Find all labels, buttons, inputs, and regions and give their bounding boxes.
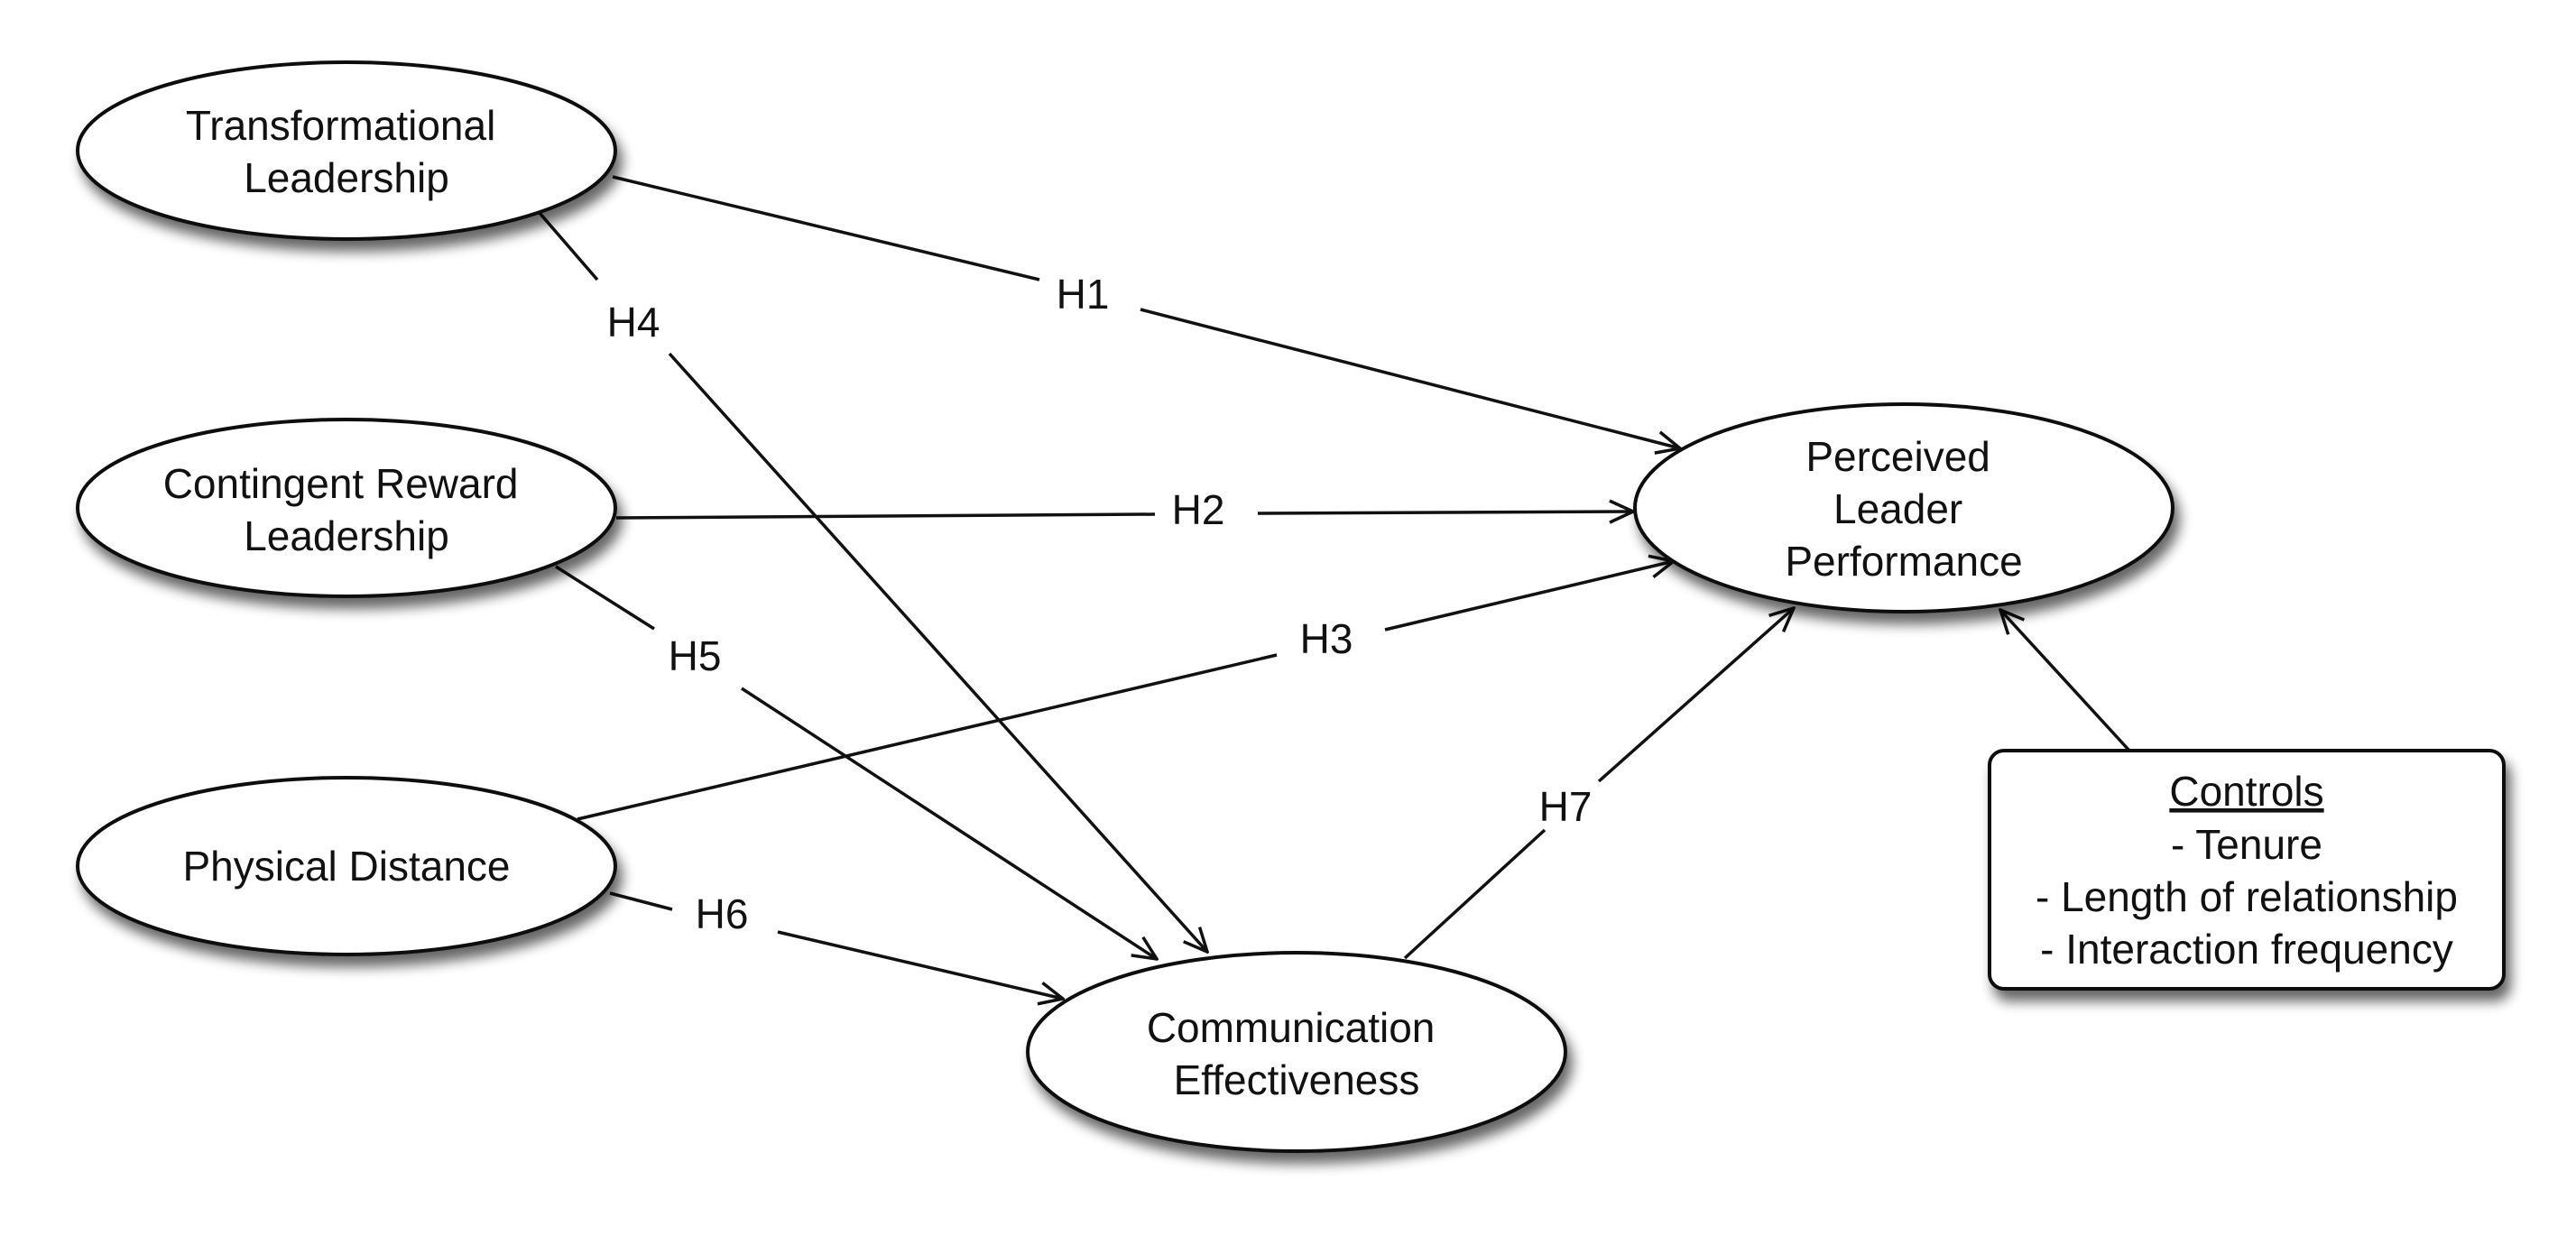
edge-h7-segment-1: [1403, 828, 1547, 960]
node-label-line: Leadership: [244, 512, 449, 559]
edge-controls: [2000, 610, 2131, 752]
edge-h4-segment-1: [538, 211, 599, 281]
node-label-line: Contingent Reward: [163, 460, 519, 507]
edge-h4-segment-2: [668, 352, 1207, 952]
node-label-line: Effectiveness: [1174, 1056, 1420, 1103]
edge-h7-segment-2: [1597, 608, 1794, 783]
edge-h2-segment-2: [1257, 512, 1633, 513]
edge-label-h3: H3: [1300, 615, 1353, 662]
controls-item: - Interaction frequency: [2040, 926, 2453, 973]
node-label-line: Leader: [1833, 485, 1962, 532]
node-label-line: Transformational: [186, 102, 495, 149]
node-label-line: Communication: [1147, 1004, 1436, 1051]
edge-h1-segment-1: [612, 175, 1040, 281]
node-label: Perceived Leader Performance: [1785, 433, 2022, 585]
edges: [538, 175, 2131, 999]
controls-title: Controls: [2169, 768, 2323, 815]
edge-label-h1: H1: [1057, 271, 1110, 318]
edge-h6-segment-1: [609, 891, 673, 911]
node-label: Contingent Reward Leadership: [163, 460, 531, 559]
controls-item: - Length of relationship: [2036, 873, 2458, 920]
node-label: Communication Effectiveness: [1147, 1004, 1446, 1103]
edge-labels: H1 H2 H3 H4 H5 H6 H7: [607, 271, 1593, 937]
edge-label-h6: H6: [696, 890, 749, 937]
node-label: Physical Distance: [182, 843, 510, 890]
edge-label-h5: H5: [669, 632, 722, 679]
edge-h6-segment-2: [777, 930, 1063, 999]
node-label-line: Performance: [1785, 538, 2022, 585]
edge-h3-segment-2: [1384, 561, 1674, 632]
node-transformational-leadership: Transformational Leadership: [76, 60, 617, 241]
node-physical-distance: Physical Distance: [76, 776, 617, 956]
edge-label-h7: H7: [1539, 783, 1593, 830]
edge-label-h2: H2: [1172, 486, 1225, 533]
node-label-line: Physical Distance: [182, 843, 510, 890]
node-communication-effectiveness: Communication Effectiveness: [1026, 951, 1567, 1153]
edge-label-h4: H4: [607, 299, 660, 346]
controls-box: Controls - Tenure - Length of relationsh…: [1988, 749, 2506, 991]
edge-h1-segment-2: [1140, 308, 1680, 448]
node-label-line: Perceived: [1805, 433, 1990, 480]
node-contingent-reward-leadership: Contingent Reward Leadership: [76, 418, 617, 598]
edge-h5-segment-1: [555, 565, 655, 631]
edge-h2-segment-1: [615, 512, 1156, 520]
node-perceived-leader-performance: Perceived Leader Performance: [1633, 402, 2174, 613]
controls-item: - Tenure: [2171, 821, 2322, 868]
edge-h5-segment-2: [741, 687, 1157, 959]
node-label-line: Leadership: [244, 154, 449, 201]
node-label: Transformational Leadership: [186, 102, 507, 201]
edge-h3-segment-1: [577, 653, 1278, 821]
